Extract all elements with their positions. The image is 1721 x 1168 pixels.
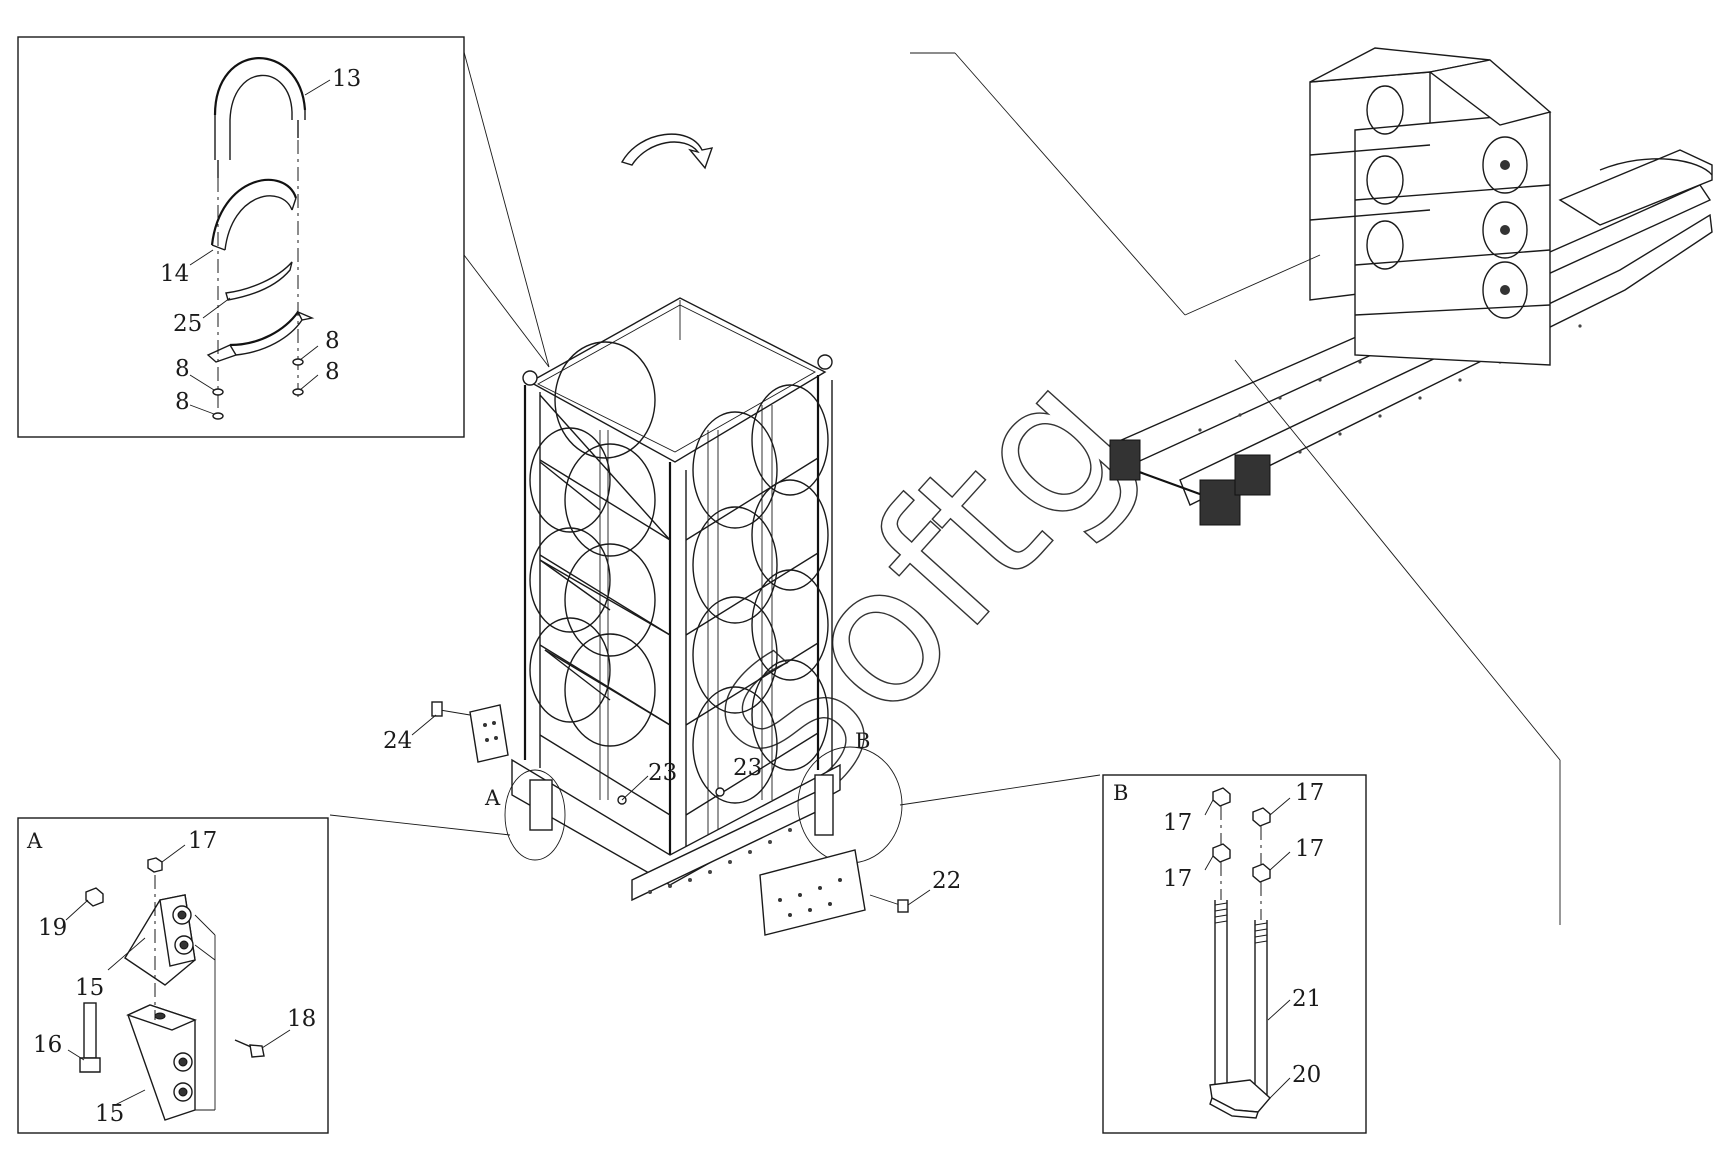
detail-b-border xyxy=(1102,774,1367,1134)
bracket-15-lower xyxy=(126,1004,197,1121)
callout-14: 14 xyxy=(160,261,189,287)
detail-a-border xyxy=(17,817,329,1134)
callout-8-right-upper: 8 xyxy=(325,328,340,354)
tag-a-detail: A xyxy=(26,829,43,853)
rotate-arrow-icon xyxy=(620,133,714,170)
plate-24 xyxy=(469,704,509,763)
nut-19 xyxy=(85,887,104,907)
suspension-rear xyxy=(1109,439,1141,481)
nut-8-left-lower xyxy=(212,412,224,420)
callout-17-b-right-lower: 17 xyxy=(1295,836,1324,862)
callout-23-right: 23 xyxy=(733,755,762,781)
bolt-18 xyxy=(234,1029,291,1058)
lower-strap xyxy=(206,310,315,363)
nut-8-right-upper xyxy=(292,358,304,366)
nut-17-right-lower xyxy=(1252,863,1271,883)
detail-strap-frame: 13 14 25 8 8 8 8 xyxy=(17,36,550,438)
strap-band-13 xyxy=(213,57,307,178)
pad-14 xyxy=(210,178,298,251)
callout-19: 19 xyxy=(38,915,67,941)
tag-b-main: B xyxy=(855,729,870,753)
callout-18: 18 xyxy=(287,1006,316,1032)
callout-15-lower: 15 xyxy=(95,1101,124,1127)
callout-16: 16 xyxy=(33,1032,62,1058)
callout-24: 24 xyxy=(383,728,412,754)
callout-17-b-right-upper: 17 xyxy=(1295,780,1324,806)
nut-17 xyxy=(147,857,163,873)
nut-8-right-lower xyxy=(292,388,304,396)
plate-22 xyxy=(759,849,866,936)
nut-8-left-upper xyxy=(212,388,224,396)
nut-17-left-upper xyxy=(1212,787,1231,807)
lifting-eye-right xyxy=(817,354,833,370)
callout-8-left-upper: 8 xyxy=(175,356,190,382)
callout-23-left: 23 xyxy=(648,760,677,786)
rack-top xyxy=(528,297,827,463)
callout-15-upper: 15 xyxy=(75,975,104,1001)
tag-a-main: A xyxy=(484,786,501,810)
mount-bracket-b xyxy=(814,774,834,836)
tag-b-detail: B xyxy=(1113,781,1128,805)
bolt-16 xyxy=(79,1002,101,1073)
nut-17-right-upper xyxy=(1252,807,1271,827)
callout-21: 21 xyxy=(1292,986,1321,1012)
callout-20: 20 xyxy=(1292,1062,1321,1088)
u-bolt-21 xyxy=(1214,900,1268,1095)
truck-rack-right xyxy=(1354,111,1551,366)
callout-22: 22 xyxy=(932,868,961,894)
callout-25: 25 xyxy=(173,311,202,337)
bracket-15-upper xyxy=(124,894,196,986)
bolt-22 xyxy=(897,899,909,913)
bolt-24 xyxy=(431,701,443,717)
lifting-eye-left xyxy=(522,370,538,386)
truck-assembly xyxy=(910,47,1713,925)
nut-17-left-lower xyxy=(1212,843,1231,863)
suspension-front xyxy=(1199,479,1241,526)
callout-13: 13 xyxy=(332,66,361,92)
detail-circle-a xyxy=(504,769,566,861)
leader-strap-bottom xyxy=(463,254,550,368)
main-rack: 24 23 23 22 A B xyxy=(329,297,1101,936)
detail-a-frame: A xyxy=(17,817,329,1134)
callout-17-a: 17 xyxy=(188,828,217,854)
callout-8-left-lower: 8 xyxy=(175,389,190,415)
detail-strap-border xyxy=(17,36,465,438)
mount-bracket-a xyxy=(529,779,553,831)
callout-17-b-left-lower: 17 xyxy=(1163,866,1192,892)
detail-b-frame: B 17 xyxy=(1102,774,1367,1134)
pad-25 xyxy=(225,261,293,301)
leader-strap-top xyxy=(463,51,550,368)
callout-8-right-lower: 8 xyxy=(325,359,340,385)
callout-17-b-left-upper: 17 xyxy=(1163,810,1192,836)
